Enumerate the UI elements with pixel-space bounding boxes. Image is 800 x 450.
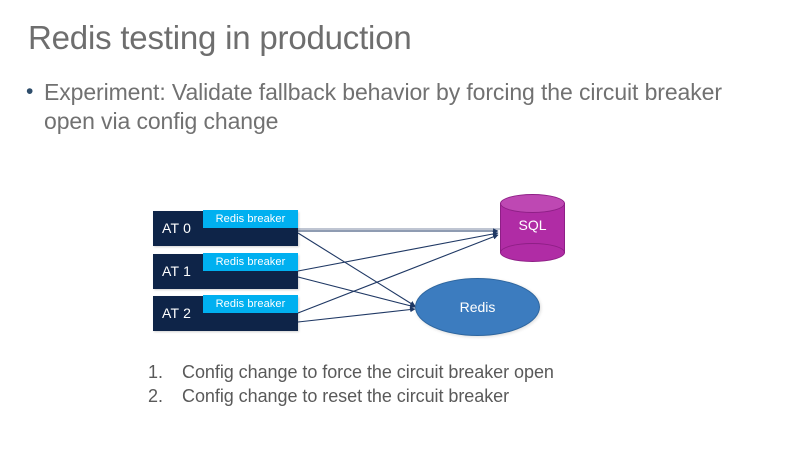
breaker-chip-at-1[interactable]: Redis breaker — [203, 253, 298, 271]
step-2-text: Config change to reset the circuit break… — [182, 386, 510, 406]
node-redis-label: Redis — [459, 299, 496, 315]
page-title: Redis testing in production — [28, 19, 412, 56]
step-2-number: 2. — [148, 386, 164, 406]
breaker-chip-at-2-label: Redis breaker — [215, 298, 286, 310]
node-at-0[interactable]: AT 0 Redis breaker — [153, 210, 298, 246]
node-at-0-label: AT 0 — [162, 220, 192, 236]
breaker-chip-at-1-label: Redis breaker — [215, 256, 286, 268]
node-at-1-label: AT 1 — [162, 263, 192, 279]
node-sql-database[interactable]: SQL — [500, 194, 565, 262]
step-1-number: 1. — [148, 362, 164, 382]
sql-cylinder-bottom — [500, 243, 565, 262]
sql-cylinder-top — [500, 194, 565, 213]
node-at-2-label: AT 2 — [162, 305, 192, 321]
list-item: 1. Config change to force the circuit br… — [148, 362, 748, 383]
sql-cylinder-right-edge — [564, 203, 565, 253]
bullet-marker-icon: • — [26, 80, 34, 103]
breaker-chip-at-0[interactable]: Redis breaker — [203, 210, 298, 228]
breaker-chip-at-0-label: Redis breaker — [215, 213, 286, 225]
node-at-1[interactable]: AT 1 Redis breaker — [153, 253, 298, 289]
node-redis[interactable]: Redis — [415, 278, 540, 336]
bullet-list: • Experiment: Validate fallback behavior… — [24, 78, 776, 137]
node-sql-label: SQL — [518, 217, 547, 233]
bullet-item-text: Experiment: Validate fallback behavior b… — [44, 79, 722, 135]
breaker-chip-at-2[interactable]: Redis breaker — [203, 295, 298, 313]
numbered-step-list: 1. Config change to force the circuit br… — [148, 362, 748, 410]
sql-cylinder-left-edge — [500, 203, 501, 253]
list-item: 2. Config change to reset the circuit br… — [148, 386, 748, 407]
node-at-2[interactable]: AT 2 Redis breaker — [153, 295, 298, 331]
step-1-text: Config change to force the circuit break… — [182, 362, 554, 382]
bullet-item: • Experiment: Validate fallback behavior… — [24, 78, 776, 137]
